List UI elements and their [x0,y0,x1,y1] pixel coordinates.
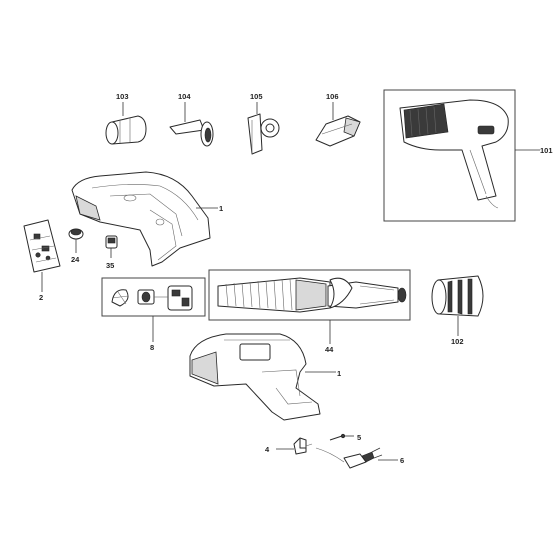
circuit-board-icon [23,219,61,273]
nozzle-round-icon [105,115,147,145]
grille-icon [431,275,484,317]
heating-element-icon [217,277,407,313]
heating-element-frame [208,269,411,321]
cord-clamp-icon [293,437,313,455]
switch-assembly-icon [111,285,193,311]
part-5-label: 5 [357,433,361,442]
part-105-label: 105 [250,92,263,101]
part-104-label: 104 [178,92,191,101]
assembly-frame [383,89,516,222]
switch-icon [105,235,118,249]
power-cord-plug-icon [315,447,383,469]
switch-assembly-frame [101,277,206,317]
housing-half-icon [71,171,211,267]
part-24-label: 24 [71,255,80,264]
part-106-label: 106 [326,92,339,101]
part-1-bottom-label: 1 [337,369,341,378]
knob-icon [68,228,84,240]
part-35-label: 35 [106,261,114,270]
flat-nozzle-icon [315,115,361,147]
part-6-label: 6 [400,456,404,465]
part-1-top-label: 1 [219,204,223,213]
part-101-label: 101 [540,146,553,155]
part-8-label: 8 [150,343,154,352]
pipe-nozzle-icon [247,113,280,155]
part-2-label: 2 [39,293,43,302]
part-44-label: 44 [325,345,334,354]
part-4-label: 4 [265,445,270,454]
heat-gun-assembly-icon [399,99,509,209]
part-102-label: 102 [451,337,464,346]
screw-icon [329,433,346,441]
scraper-nozzle-icon [169,119,214,147]
part-103-label: 103 [116,92,129,101]
housing-half-icon [189,333,321,421]
